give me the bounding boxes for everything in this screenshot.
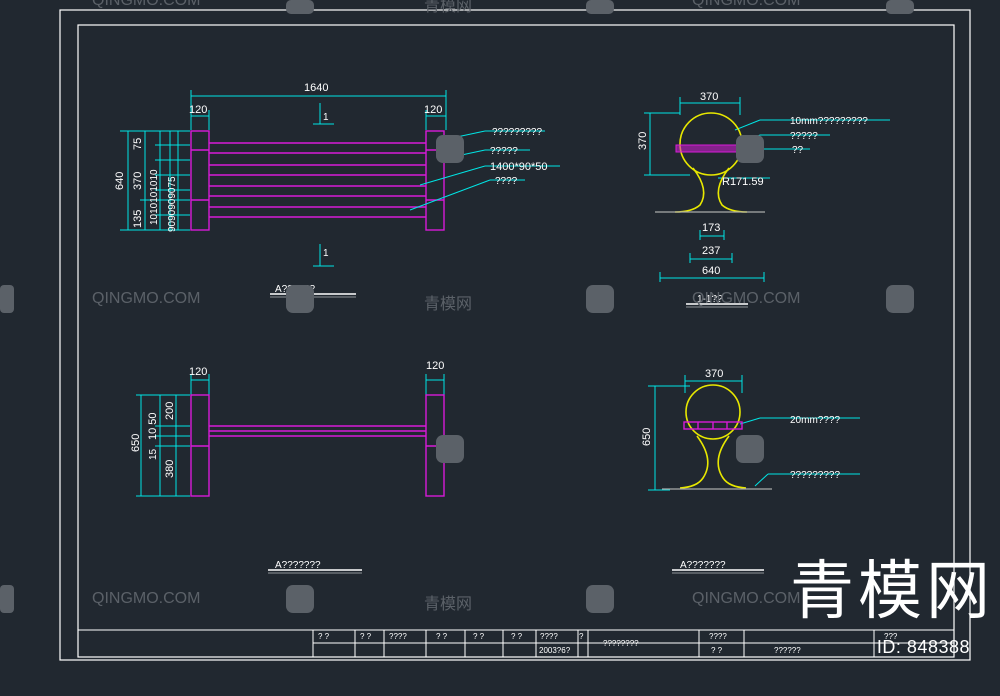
plan-end-left: 120 (189, 104, 207, 116)
sec1-callout-2: ????? (790, 131, 818, 142)
plan-slat-spacing: 9090909075 (167, 176, 178, 232)
sec1-callout-3: ?? (792, 145, 804, 156)
plan-total-length: 1640 (304, 82, 328, 94)
plan-section-mark-top: 1 (323, 112, 329, 123)
sec2-callout-1: 20mm???? (790, 415, 840, 426)
tb-cell-7: ???? (540, 632, 558, 641)
sec1-base-c: 640 (702, 265, 720, 277)
watermark-text: 青模网 (424, 0, 473, 15)
elev-dim-b: 200 (164, 402, 176, 420)
plan-view: 1640 120 120 1 1 640 370 135 75 10101010… (114, 82, 560, 298)
sec1-base-a: 173 (702, 222, 720, 234)
elev-dim-c: 380 (164, 460, 176, 478)
tb-cell-3: ???? (389, 632, 407, 641)
watermark-text: QINGMO.COM (92, 590, 201, 607)
tb-cell-8: ? (579, 632, 584, 641)
plan-callout-4: ???? (495, 176, 518, 187)
tb-cell-1: ? ? (318, 632, 330, 641)
section-bottom: 370 650 20mm???? ????????? A??????? (641, 368, 860, 574)
plan-end-right: 120 (424, 104, 442, 116)
watermark-text: 青模网 (424, 596, 473, 613)
watermark-glyphs (0, 0, 914, 613)
elev-end-right: 120 (426, 360, 444, 372)
elev-dim-a: 10 50 (147, 412, 159, 440)
elev-dim-d: 15 (148, 448, 159, 460)
image-id-label: ID: 848388 (876, 637, 970, 657)
sec2-callout-2: ????????? (790, 470, 840, 481)
watermark-text: QINGMO.COM (692, 0, 801, 9)
plan-height-bottom: 135 (132, 210, 144, 228)
tb-cell-9: ???????? (603, 639, 639, 648)
plan-height-sub: 370 (132, 172, 144, 190)
watermark-text: QINGMO.COM (692, 590, 801, 607)
tb-cell-11: ??? (884, 632, 898, 641)
plan-section-mark-bottom: 1 (323, 248, 329, 259)
elev-title: A??????? (275, 560, 321, 571)
elev-end-left: 120 (189, 366, 207, 378)
watermark-text: 青模网 (424, 296, 473, 313)
watermark-text: QINGMO.COM (92, 0, 201, 9)
tb-cell-5: ? ? (473, 632, 485, 641)
tb-cell-12: ? ? (711, 646, 723, 655)
tb-cell-13: ?????? (774, 646, 801, 655)
plan-callout-1: ????????? (492, 127, 542, 138)
sec1-base-b: 237 (702, 245, 720, 257)
outer-frame (59, 9, 971, 661)
plan-slat-dims: 1010101010 (149, 169, 160, 225)
sec2-width: 370 (705, 368, 723, 380)
sec2-height: 650 (641, 428, 653, 446)
elev-height-total: 650 (130, 434, 142, 452)
sec1-height: 370 (637, 132, 649, 150)
sec1-callout-1: 10mm????????? (790, 116, 868, 127)
site-logo: 青模网 (790, 555, 994, 629)
inner-frame (77, 24, 955, 658)
sec1-title: 1-1?? (697, 294, 723, 305)
plan-callout-2: ????? (490, 146, 518, 157)
plan-height-total: 640 (114, 172, 126, 190)
tb-cell-6: ? ? (511, 632, 523, 641)
sec1-radius: R171.59 (722, 176, 764, 188)
watermark-text: QINGMO.COM (692, 290, 801, 307)
elevation-view: 120 120 650 10 50 200 380 15 A??????? (130, 360, 445, 574)
plan-callout-3: 1400*90*50 (490, 161, 548, 173)
title-block-text: ? ? ? ? ???? ? ? ? ? ? ? ???? ? ????????… (318, 632, 898, 655)
sec2-title: A??????? (680, 560, 726, 571)
tb-cell-14: 2003?6? (539, 646, 571, 655)
watermark-text: QINGMO.COM (92, 290, 201, 307)
section-top: 370 370 R171.59 173 237 640 10mm????????… (637, 91, 890, 308)
tb-cell-4: ? ? (436, 632, 448, 641)
sec1-width: 370 (700, 91, 718, 103)
tb-cell-2: ? ? (360, 632, 372, 641)
tb-cell-10: ???? (709, 632, 727, 641)
plan-height-left-small: 75 (132, 138, 144, 150)
title-block (78, 629, 954, 657)
